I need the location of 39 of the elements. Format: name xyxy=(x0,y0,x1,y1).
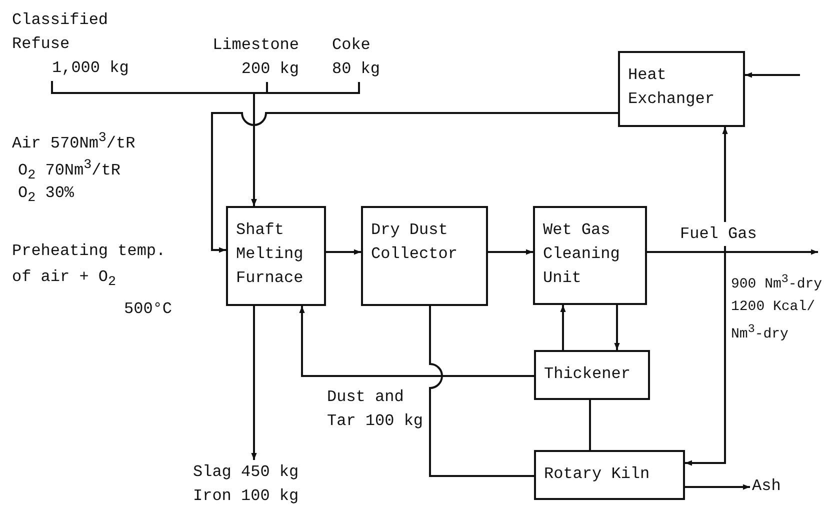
flow-arrow xyxy=(488,249,533,255)
flow-arrow xyxy=(326,249,361,255)
stream-label: Slag 450 kg Iron 100 kg xyxy=(193,460,305,508)
annotation-text: Preheating temp. of air + O$_{2}$ 500°C xyxy=(12,241,172,320)
process-box xyxy=(534,450,685,500)
stream-label: 80 kg xyxy=(332,59,380,80)
connector-line xyxy=(589,400,591,450)
flow-arrow xyxy=(647,251,726,466)
process-label: Thickener xyxy=(544,364,632,385)
annotation-text: Air 570Nm$^{3}$/tR xyxy=(12,130,136,154)
annotation-text: 900 Nm$^{3}$-dry 1200 Kcal/ Nm$^{3}$-dry xyxy=(731,271,824,344)
flow-arrow xyxy=(685,484,750,490)
flow-arrow xyxy=(745,72,800,78)
edge-label: Fuel Gas xyxy=(680,222,757,246)
annotation-text: O$_{2}$ 70Nm$^{3}$/tR xyxy=(18,157,120,186)
flow-arrow xyxy=(251,82,360,206)
process-box xyxy=(361,206,488,306)
flow-arrow xyxy=(614,305,620,350)
flow-arrow xyxy=(211,112,618,253)
stream-label: 200 kg xyxy=(241,59,299,80)
annotation-text: O$_{2}$ 30% xyxy=(18,183,74,208)
flow-arrow xyxy=(560,305,566,350)
process-box xyxy=(533,206,647,305)
process-box xyxy=(226,206,326,306)
stream-label: Ash xyxy=(752,474,792,498)
process-label: Shaft Melting Furnace xyxy=(236,220,304,289)
stream-label: Coke xyxy=(332,35,370,56)
stream-label: 1,000 kg xyxy=(52,58,129,79)
process-box xyxy=(618,51,745,127)
stream-label: Classified Refuse xyxy=(12,10,110,55)
connector-line xyxy=(429,306,534,477)
flow-arrow xyxy=(299,306,534,377)
process-label: Rotary Kiln xyxy=(544,464,651,485)
process-label: Heat Exchanger xyxy=(628,65,716,110)
process-label: Wet Gas Cleaning Unit xyxy=(543,220,621,289)
flow-arrow xyxy=(251,306,257,460)
stream-label: Limestone xyxy=(212,35,299,56)
process-box xyxy=(534,350,650,400)
process-label: Dry Dust Collector xyxy=(371,220,458,265)
